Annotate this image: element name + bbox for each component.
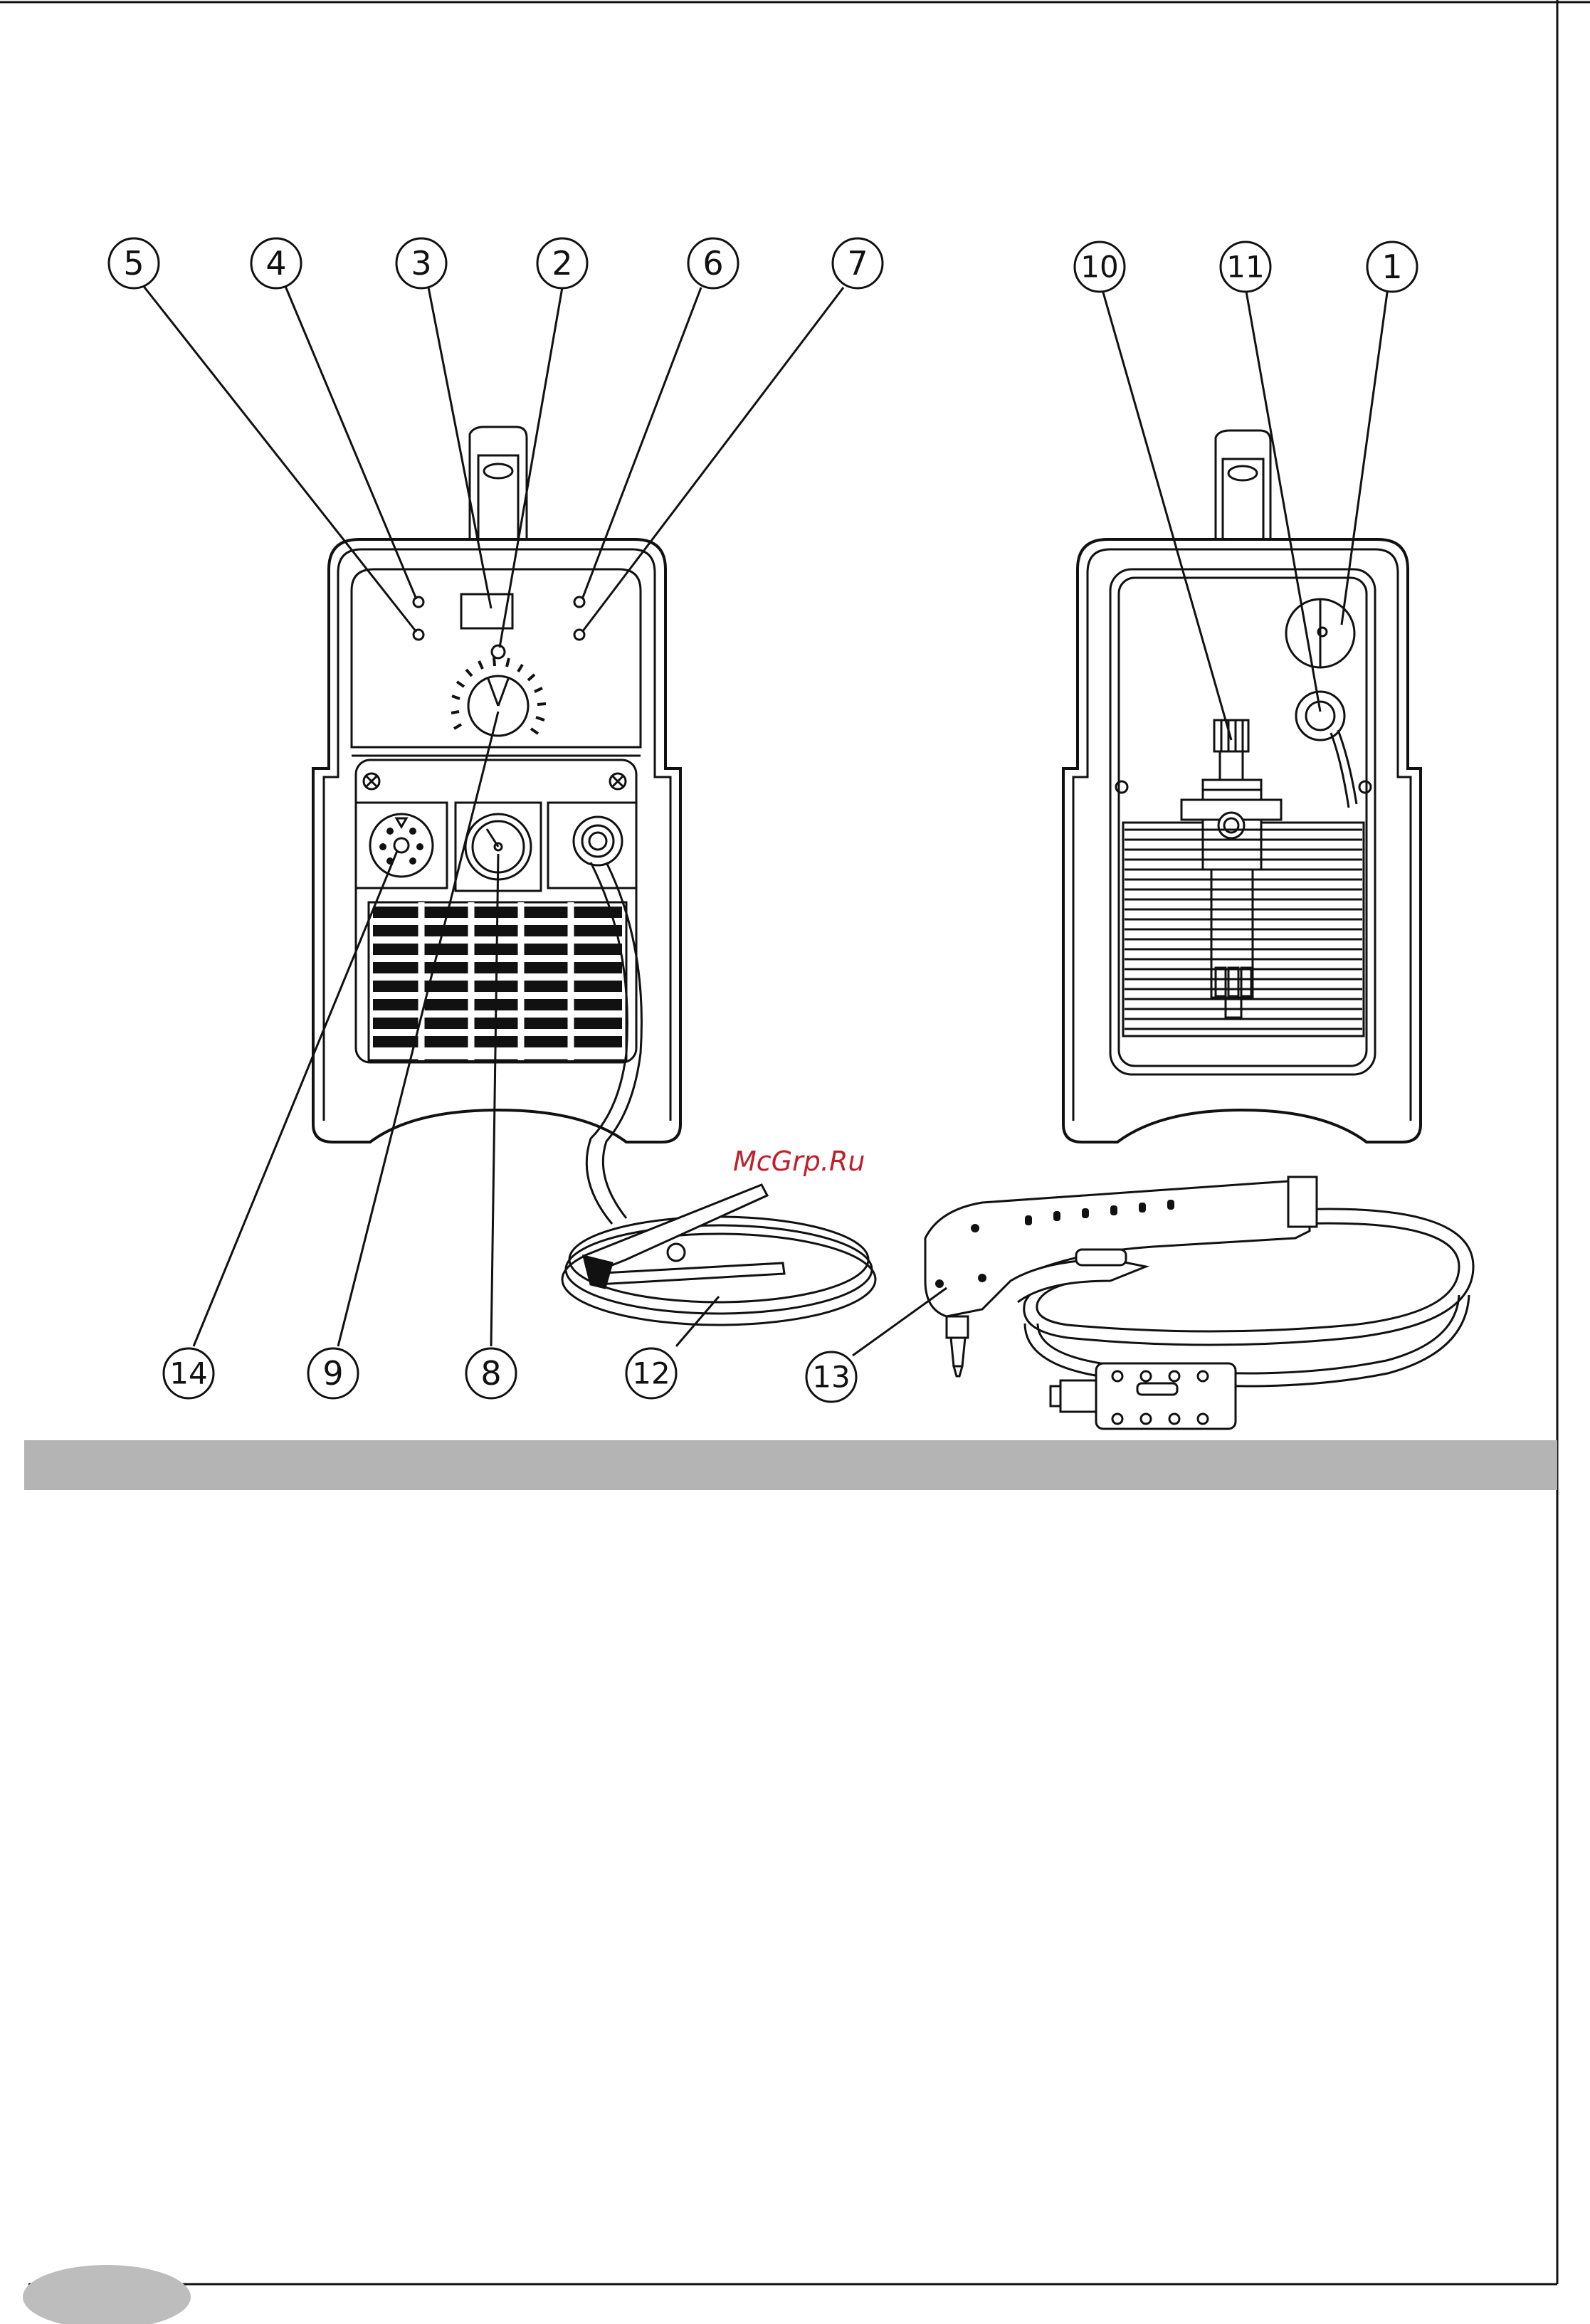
- rear-view: [1063, 431, 1421, 1142]
- callout-label-9: 9: [322, 1354, 343, 1393]
- section-band: [24, 1440, 1557, 1490]
- cable-gland: [1296, 692, 1344, 740]
- callout-label-14: 14: [169, 1356, 207, 1391]
- front-view: [313, 427, 680, 1142]
- callout-label-5: 5: [123, 244, 144, 282]
- callout-label-6: 6: [702, 244, 723, 282]
- callout-label-1: 1: [1381, 248, 1402, 286]
- control-socket: [370, 814, 433, 877]
- callout-label-7: 7: [847, 244, 868, 282]
- page-number-tab: [23, 2265, 191, 2324]
- callout-label-4: 4: [265, 244, 286, 282]
- callout-label-11: 11: [1226, 250, 1264, 285]
- output-socket: [574, 817, 622, 865]
- callout-label-10: 10: [1080, 250, 1118, 285]
- rear-handle: [1216, 431, 1270, 541]
- callout-label-13: 13: [812, 1360, 850, 1395]
- callout-label-2: 2: [552, 244, 572, 282]
- callout-label-3: 3: [411, 244, 431, 282]
- torch-connector: [1051, 1363, 1236, 1429]
- callout-label-12: 12: [632, 1356, 670, 1391]
- watermark-text: McGrp.Ru: [733, 1146, 865, 1177]
- rear-grille-slats: [1125, 830, 1362, 1029]
- callout-label-8: 8: [480, 1354, 501, 1393]
